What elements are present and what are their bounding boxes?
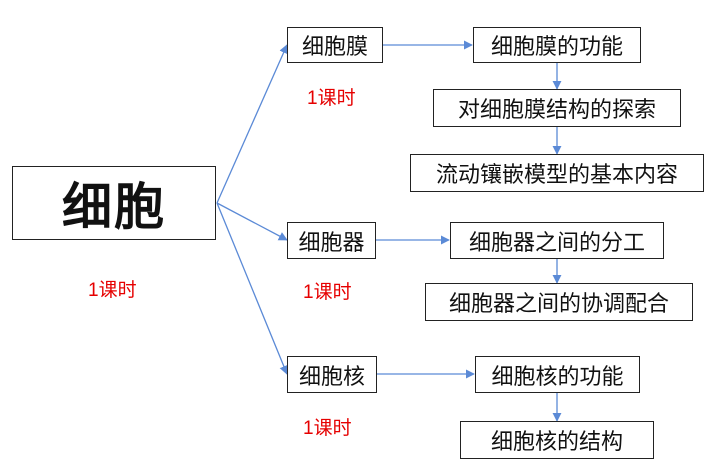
- topic-organelle-division: 细胞器之间的分工: [450, 222, 664, 259]
- root-node: 细胞: [12, 166, 216, 240]
- topic-organelle-coordination: 细胞器之间的协调配合: [425, 283, 693, 321]
- topic-membrane-structure: 对细胞膜结构的探索: [433, 89, 681, 127]
- topic-label: 流动镶嵌模型的基本内容: [435, 163, 678, 188]
- topic-nucleus-function: 细胞核的功能: [475, 356, 640, 393]
- arrow-root-to-membrane: [216, 44, 288, 204]
- branch-label: 细胞膜: [301, 35, 368, 60]
- topic-nucleus-structure: 细胞核的结构: [460, 421, 654, 459]
- arrow-root-to-nucleus: [216, 202, 289, 375]
- branch-node-nucleus: 细胞核: [287, 356, 377, 393]
- topic-label: 细胞膜的功能: [490, 35, 623, 60]
- root-hours: 1课时: [88, 280, 137, 301]
- topic-label: 细胞核的功能: [491, 364, 624, 390]
- arrow-root-to-organelle: [216, 202, 288, 241]
- topic-label: 对细胞膜结构的探索: [457, 98, 656, 123]
- branch-node-membrane: 细胞膜: [287, 27, 383, 63]
- topic-label: 细胞核的结构: [490, 430, 623, 455]
- branch-label: 细胞器: [298, 230, 365, 256]
- branch-hours-membrane: 1课时: [307, 88, 356, 109]
- branch-hours-nucleus: 1课时: [303, 418, 352, 439]
- branch-label: 细胞核: [298, 364, 365, 390]
- topic-membrane-function: 细胞膜的功能: [473, 27, 641, 63]
- root-label: 细胞: [62, 178, 166, 236]
- topic-label: 细胞器之间的分工: [468, 230, 645, 256]
- branch-hours-organelle: 1课时: [303, 282, 352, 303]
- topic-membrane-fluid-mosaic: 流动镶嵌模型的基本内容: [410, 154, 704, 192]
- branch-node-organelle: 细胞器: [287, 222, 376, 259]
- topic-label: 细胞器之间的协调配合: [448, 292, 669, 317]
